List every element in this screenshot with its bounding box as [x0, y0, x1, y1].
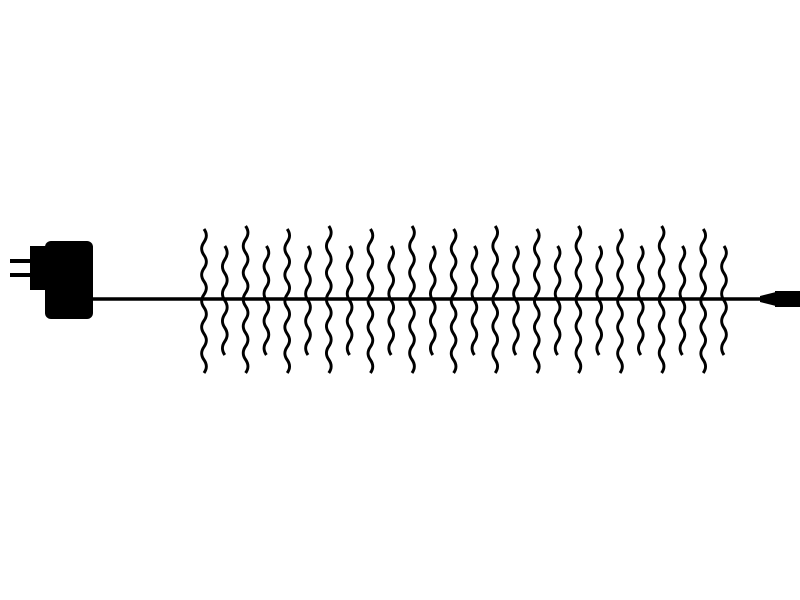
plug-prong-top	[10, 259, 32, 263]
plug-prong-bottom	[10, 273, 32, 277]
light-strand-1	[200, 228, 208, 374]
light-strand-21	[616, 228, 624, 374]
power-adapter-plug-icon	[10, 241, 93, 319]
adapter-body	[45, 241, 93, 319]
light-strand-5	[283, 228, 292, 374]
light-strand-17	[532, 228, 541, 374]
light-strand-13	[449, 228, 458, 374]
end-connector-icon	[760, 291, 800, 307]
light-strand-25	[699, 228, 708, 374]
connector-taper	[760, 292, 776, 306]
connector-body	[775, 291, 800, 307]
light-strand-9	[366, 228, 375, 374]
adapter-collar	[30, 246, 46, 290]
